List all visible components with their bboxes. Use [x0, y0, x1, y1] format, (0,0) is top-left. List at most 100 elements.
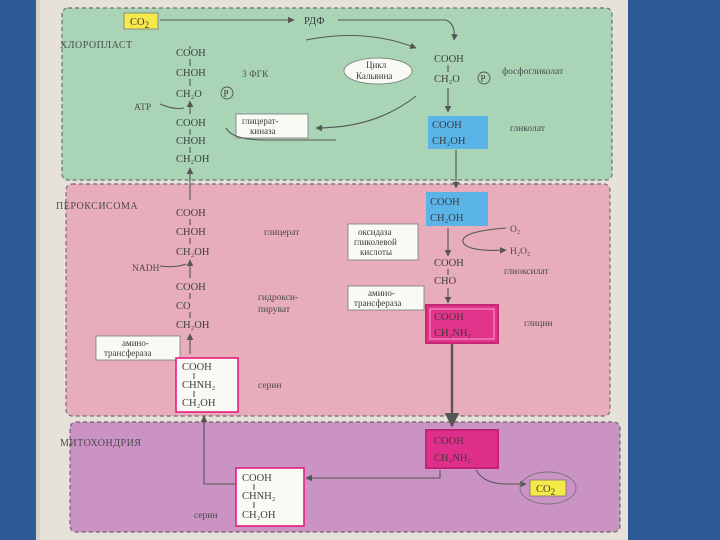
glycolate-c-line2: CH₂OH: [432, 136, 466, 147]
glycine-box-mito: [425, 429, 499, 469]
glycerate-formula-chloroplast: COOH CHOH CH₂OH: [176, 118, 210, 165]
glyoxylate-label: глиоксилат: [504, 267, 549, 277]
serine-box-peroxisome: [175, 357, 239, 413]
glycerate-label: глицерат: [264, 228, 300, 238]
glycolate-box-peroxisome: [426, 192, 488, 226]
co2-mito: CO2: [536, 484, 555, 497]
svg-text:CH₂O: CH₂O: [176, 89, 202, 100]
serine-label-mito: серин: [194, 511, 217, 521]
peroxisome-label: ПЕРОКСИСОМА: [56, 201, 138, 212]
serine-box-mito: [235, 467, 305, 527]
atp-label: АТР: [134, 103, 151, 113]
hydroxypyruvate-line1: гидрокси-: [258, 293, 298, 303]
glycine-p-line2: CH₂NH₂: [434, 328, 471, 339]
svg-text:CO: CO: [176, 301, 191, 312]
serine-label-peroxisome: серин: [258, 381, 281, 391]
glycolate-label: гликолат: [510, 124, 546, 134]
svg-text:CHOH: CHOH: [176, 136, 206, 147]
glycine-label: глицин: [524, 319, 553, 329]
hydroxypyruvate-formula: COOH CO CH₂OH: [176, 282, 210, 331]
svg-text:COOH: COOH: [176, 282, 206, 293]
svg-text:CH₂OH: CH₂OH: [176, 154, 210, 165]
pga-formula: COOH CHOH CH₂O P: [176, 48, 234, 100]
arrow-o2-h2o2: [462, 227, 507, 254]
svg-text:CH₂O: CH₂O: [434, 74, 460, 85]
svg-text:COOH: COOH: [176, 118, 206, 129]
phosphoglycolate-label: фосфогликолат: [502, 66, 564, 77]
co2-highlight-mito: [529, 479, 567, 497]
serine-formula-mito: COOH CHNH₂ CH₂OH: [242, 473, 276, 521]
mitochondria-zone: [69, 421, 621, 533]
chloroplast-label: ХЛОРОПЛАСТ: [60, 40, 133, 51]
glycine-m-line1: COOH: [434, 436, 464, 447]
peroxisome-zone: [65, 183, 611, 417]
arrow-glycine-serine: [305, 470, 441, 482]
svg-text:P: P: [481, 74, 486, 84]
co2-highlight: [123, 12, 159, 30]
glycine-m-line2: CH₂NH₂: [434, 453, 471, 464]
arrow-calvin-bottom: [315, 95, 417, 132]
oxidase-line1: оксидаза: [358, 227, 392, 237]
svg-text:COOH: COOH: [434, 54, 464, 65]
svg-text:CHNH₂: CHNH₂: [182, 380, 216, 391]
co2-bubble-mito: [519, 471, 577, 505]
svg-text:CH₂OH: CH₂OH: [176, 247, 210, 258]
glycine-box-inner: [429, 308, 495, 340]
oxidase-line3: кислоты: [360, 247, 392, 257]
glycolate-box-chloroplast: [428, 116, 488, 149]
serine-formula-peroxisome: COOH CHNH₂ CH₂OH: [182, 362, 216, 409]
phosphoglycolate-formula: COOH CH₂O P: [434, 54, 491, 85]
glycine-box-peroxisome: [425, 304, 499, 344]
rdf-label: РДФ: [304, 16, 325, 27]
oxidase-line2: гликолевой: [354, 237, 397, 247]
svg-text:COOH: COOH: [176, 208, 206, 219]
aminotransferase-left-line2: трансфераза: [104, 348, 151, 358]
chloroplast-zone: [61, 7, 613, 181]
calvin-cycle-bubble: [343, 57, 413, 85]
aminotransferase-right-box: [347, 285, 425, 311]
glycolate-c-line1: COOH: [432, 120, 462, 131]
svg-text:CH₂OH: CH₂OH: [242, 510, 276, 521]
atp-arrow: [159, 103, 185, 110]
hydroxypyruvate-line2: пируват: [258, 305, 291, 315]
svg-text:CH₂OH: CH₂OH: [182, 398, 216, 409]
svg-text:CH₂OH: CH₂OH: [176, 320, 210, 331]
svg-text:CHO: CHO: [434, 276, 457, 287]
arrow-glycine-co2: [475, 469, 527, 488]
glycerate-kinase-line2: киназа: [250, 126, 276, 136]
svg-text:CHOH: CHOH: [176, 227, 206, 238]
svg-text:COOH: COOH: [242, 473, 272, 484]
glyoxylate-formula: COOH CHO: [434, 258, 464, 287]
glycerate-kinase-box: [235, 113, 309, 139]
nadh-arrow: [159, 263, 187, 268]
arrow-kinase: [225, 127, 336, 141]
glycine-p-line1: COOH: [434, 312, 464, 323]
photorespiration-diagram: ХЛОРОПЛАСТ ПЕРОКСИСОМА МИТОХОНДРИЯ CO2 Р…: [56, 7, 621, 533]
nadh-label: NADH: [132, 264, 160, 274]
aminotransferase-left-line1: амино-: [122, 338, 149, 348]
aminotransferase-right-line1: амино-: [368, 288, 395, 298]
h2o2-label: H₂O₂: [510, 247, 530, 257]
mitochondria-label: МИТОХОНДРИЯ: [60, 438, 141, 449]
svg-text:COOH: COOH: [182, 362, 212, 373]
glycerate-kinase-line1: глицерат-: [242, 116, 279, 126]
glycolate-p-line1: COOH: [430, 197, 460, 208]
pga-label: 3 ФГК: [242, 70, 269, 80]
aminotransferase-left-box: [95, 335, 181, 361]
o2-label: O₂: [510, 225, 520, 235]
arrow-calvin-top: [305, 34, 417, 49]
svg-text:P: P: [224, 89, 229, 99]
svg-text:COOH: COOH: [434, 258, 464, 269]
svg-text:CHNH₂: CHNH₂: [242, 491, 276, 502]
calvin-line1: Цикл: [366, 60, 387, 70]
textbook-page: ХЛОРОПЛАСТ ПЕРОКСИСОМА МИТОХОНДРИЯ CO2 Р…: [36, 0, 628, 540]
page-edge: [36, 0, 40, 540]
glycerate-formula-peroxisome: COOH CHOH CH₂OH: [176, 208, 210, 258]
calvin-line2: Кальвина: [356, 71, 392, 81]
svg-text:CHOH: CHOH: [176, 68, 206, 79]
svg-text:COOH: COOH: [176, 48, 206, 59]
glycolate-p-line2: CH₂OH: [430, 213, 464, 224]
oxidase-box: [347, 223, 419, 261]
co2-top: CO2: [130, 17, 149, 30]
aminotransferase-right-line2: трансфераза: [354, 298, 401, 308]
